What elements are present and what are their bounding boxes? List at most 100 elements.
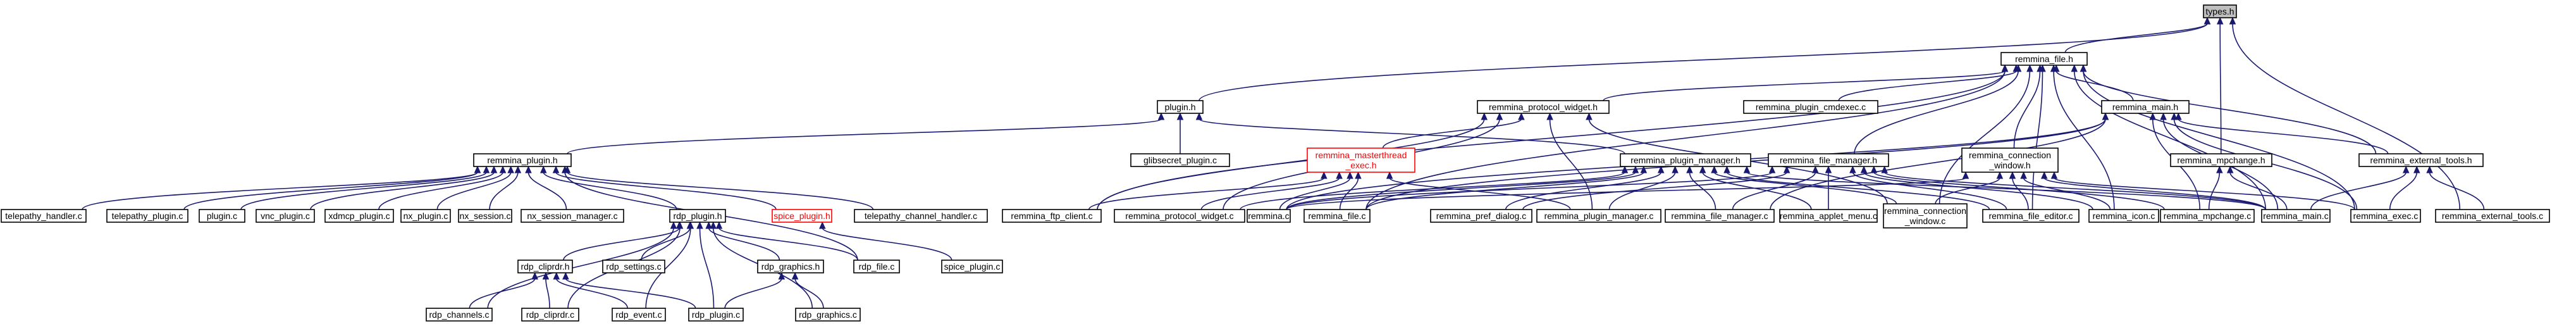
file-nodes: types.h remmina_file.h plugin.h remmina_pro… xyxy=(1,4,2550,322)
edge-arrowhead xyxy=(2080,64,2087,72)
node-label: remmina_applet_menu.c xyxy=(1780,211,1877,221)
node-label: remmina_plugin_manager.h xyxy=(1630,155,1741,165)
node-label: spice_plugin.c xyxy=(944,261,1001,272)
edge-arrowhead xyxy=(670,221,677,229)
file-node-nx-session-manager-c[interactable]: nx_session_manager.c xyxy=(521,209,624,223)
file-node-remmina-applet-menu-c[interactable]: remmina_applet_menu.c xyxy=(1779,209,1878,223)
file-node-remmina-external-tools-c[interactable]: remmina_external_tools.c xyxy=(2435,209,2550,223)
node-box xyxy=(400,209,451,223)
file-node-remmina-mpchange-h[interactable]: remmina_mpchange.h xyxy=(2170,153,2272,167)
file-node-remmina-file-c[interactable]: remmina_file.c xyxy=(1303,209,1371,223)
include-edge xyxy=(1863,172,2093,210)
node-box xyxy=(853,260,900,273)
file-node-remmina-plugin-h[interactable]: remmina_plugin.h xyxy=(473,153,572,167)
node-label: rdp_graphics.h xyxy=(761,261,820,272)
file-node-remmina-plugin-cmdexec-c[interactable]: remmina_plugin_cmdexec.c xyxy=(1743,100,1878,114)
include-edge xyxy=(545,278,550,309)
file-node-xdmcp-plugin-c[interactable]: xdmcp_plugin.c xyxy=(324,209,394,223)
edge-arrowhead xyxy=(2226,165,2234,173)
include-edge xyxy=(1286,177,1966,210)
node-box xyxy=(688,308,744,322)
file-node-telepathy-channel-handler-c[interactable]: telepathy_channel_handler.c xyxy=(854,209,988,223)
include-edge xyxy=(310,172,495,210)
node-label: remmina_plugin_cmdexec.c xyxy=(1756,102,1866,112)
include-edge xyxy=(1713,172,1897,204)
file-node-vnc-plugin-c[interactable]: vnc_plugin.c xyxy=(256,209,315,223)
file-node-remmina-connection-window-c[interactable]: remmina_connection_window.c xyxy=(1883,203,1968,229)
file-node-rdp-file-c[interactable]: rdp_file.c xyxy=(853,260,900,273)
edge-arrowhead xyxy=(1812,165,1819,173)
file-node-remmina-protocol-widget-h[interactable]: remmina_protocol_widget.h xyxy=(1477,100,1610,114)
file-node-remmina-main-c[interactable]: remmina_main.c xyxy=(2261,209,2331,223)
file-node-telepathy-plugin-c[interactable]: telepathy_plugin.c xyxy=(106,209,188,223)
node-label: remmina_protocol_widget.h xyxy=(1489,102,1598,112)
node-box xyxy=(521,308,579,322)
node-label: rdp_cliprdr.h xyxy=(521,261,569,272)
file-node-remmina-file-editor-c[interactable]: remmina_file_editor.c xyxy=(1982,209,2080,223)
file-node-spice-plugin-c[interactable]: spice_plugin.c xyxy=(941,260,1003,273)
file-node-rdp-plugin-h[interactable]: rdp_plugin.h xyxy=(669,209,726,223)
node-label: telepathy_handler.c xyxy=(5,211,82,221)
node-box xyxy=(1247,209,1291,223)
file-node-telepathy-handler-c[interactable]: telepathy_handler.c xyxy=(1,209,87,223)
node-box xyxy=(106,209,188,223)
edge-arrowhead xyxy=(715,221,723,229)
node-box xyxy=(757,260,824,273)
file-node-nx-session-c[interactable]: nx_session.c xyxy=(458,209,512,223)
file-node-rdp-event-c[interactable]: rdp_event.c xyxy=(612,308,666,322)
file-node-rdp-graphics-c[interactable]: rdp_graphics.c xyxy=(795,308,861,322)
include-edge xyxy=(718,227,858,261)
file-node-plugin-c[interactable]: plugin.c xyxy=(199,209,245,223)
file-node-remmina-file-h[interactable]: remmina_file.h xyxy=(2000,52,2088,66)
node-box xyxy=(517,260,573,273)
file-node-remmina-file-manager-h[interactable]: remmina_file_manager.h xyxy=(1768,153,1889,167)
file-node-types-h[interactable]: types.h xyxy=(2203,4,2237,18)
file-node-rdp-cliprdr-c[interactable]: rdp_cliprdr.c xyxy=(521,308,579,322)
node-label: remmina_file.h xyxy=(2015,54,2073,64)
file-node-remmina-main-h[interactable]: remmina_main.h xyxy=(2101,100,2190,114)
file-node-rdp-graphics-h[interactable]: rdp_graphics.h xyxy=(757,260,824,273)
include-edge xyxy=(2310,172,2407,210)
file-node-remmina-plugin-manager-h[interactable]: remmina_plugin_manager.h xyxy=(1620,153,1751,167)
file-node-remmina-mpchange-c[interactable]: remmina_mpchange.c xyxy=(2160,209,2255,223)
edge-arrowhead xyxy=(1586,112,1593,120)
edge-arrowhead xyxy=(525,165,532,173)
edge-arrowhead xyxy=(1711,165,1718,173)
file-node-rdp-channels-c[interactable]: rdp_channels.c xyxy=(426,308,493,322)
file-node-remmina-protocol-widget-c[interactable]: remmina_protocol_widget.c xyxy=(1114,209,1245,223)
file-node-remmina-external-tools-h[interactable]: remmina_external_tools.h xyxy=(2358,153,2484,167)
include-edge xyxy=(1088,177,1325,210)
file-node-remmina-exec-c[interactable]: remmina_exec.c xyxy=(2350,209,2421,223)
file-node-remmina-icon-c[interactable]: remmina_icon.c xyxy=(2088,209,2159,223)
include-edge xyxy=(1770,118,2106,210)
file-node-remmina-c[interactable]: remmina.c xyxy=(1247,209,1291,223)
node-label: remmina_plugin_manager.c xyxy=(1544,211,1654,221)
edge-arrowhead xyxy=(1870,165,1878,173)
include-edge xyxy=(1746,172,2266,210)
dependency-edges xyxy=(82,16,2485,309)
include-edge xyxy=(1852,172,2007,210)
file-node-rdp-plugin-c[interactable]: rdp_plugin.c xyxy=(688,308,744,322)
file-node-remmina-masterthread-exec-h[interactable]: remmina_masterthread_exec.h xyxy=(1307,147,1415,173)
file-node-glibsecret-plugin-c[interactable]: glibsecret_plugin.c xyxy=(1130,153,1230,167)
include-edge xyxy=(2064,23,2208,53)
node-label: remmina_file.c xyxy=(1308,211,1365,221)
file-node-remmina-file-manager-c[interactable]: remmina_file_manager.c xyxy=(1665,209,1775,223)
file-node-remmina-pref-dialog-c[interactable]: remmina_pref_dialog.c xyxy=(1430,209,1532,223)
edge-arrowhead xyxy=(2001,64,2009,72)
file-node-nx-plugin-c[interactable]: nx_plugin.c xyxy=(400,209,451,223)
file-node-rdp-cliprdr-h[interactable]: rdp_cliprdr.h xyxy=(517,260,573,273)
edge-arrowhead xyxy=(2071,64,2078,72)
include-edge xyxy=(1240,172,1625,210)
include-edge xyxy=(2232,23,2461,210)
node-label: remmina_external_tools.h xyxy=(2370,155,2472,165)
file-node-remmina-connection-window-h[interactable]: remmina_connection_window.h xyxy=(1961,147,2059,173)
node-box xyxy=(2000,52,2088,66)
file-node-rdp-settings-c[interactable]: rdp_settings.c xyxy=(602,260,665,273)
node-box xyxy=(772,209,832,223)
file-node-remmina-plugin-manager-c[interactable]: remmina_plugin_manager.c xyxy=(1536,209,1661,223)
edge-arrowhead xyxy=(553,272,560,280)
file-node-spice-plugin-h[interactable]: spice_plugin.h xyxy=(772,209,832,223)
file-node-plugin-h[interactable]: plugin.h xyxy=(1157,100,1204,114)
file-node-remmina-ftp-client-c[interactable]: remmina_ftp_client.c xyxy=(1002,209,1102,223)
